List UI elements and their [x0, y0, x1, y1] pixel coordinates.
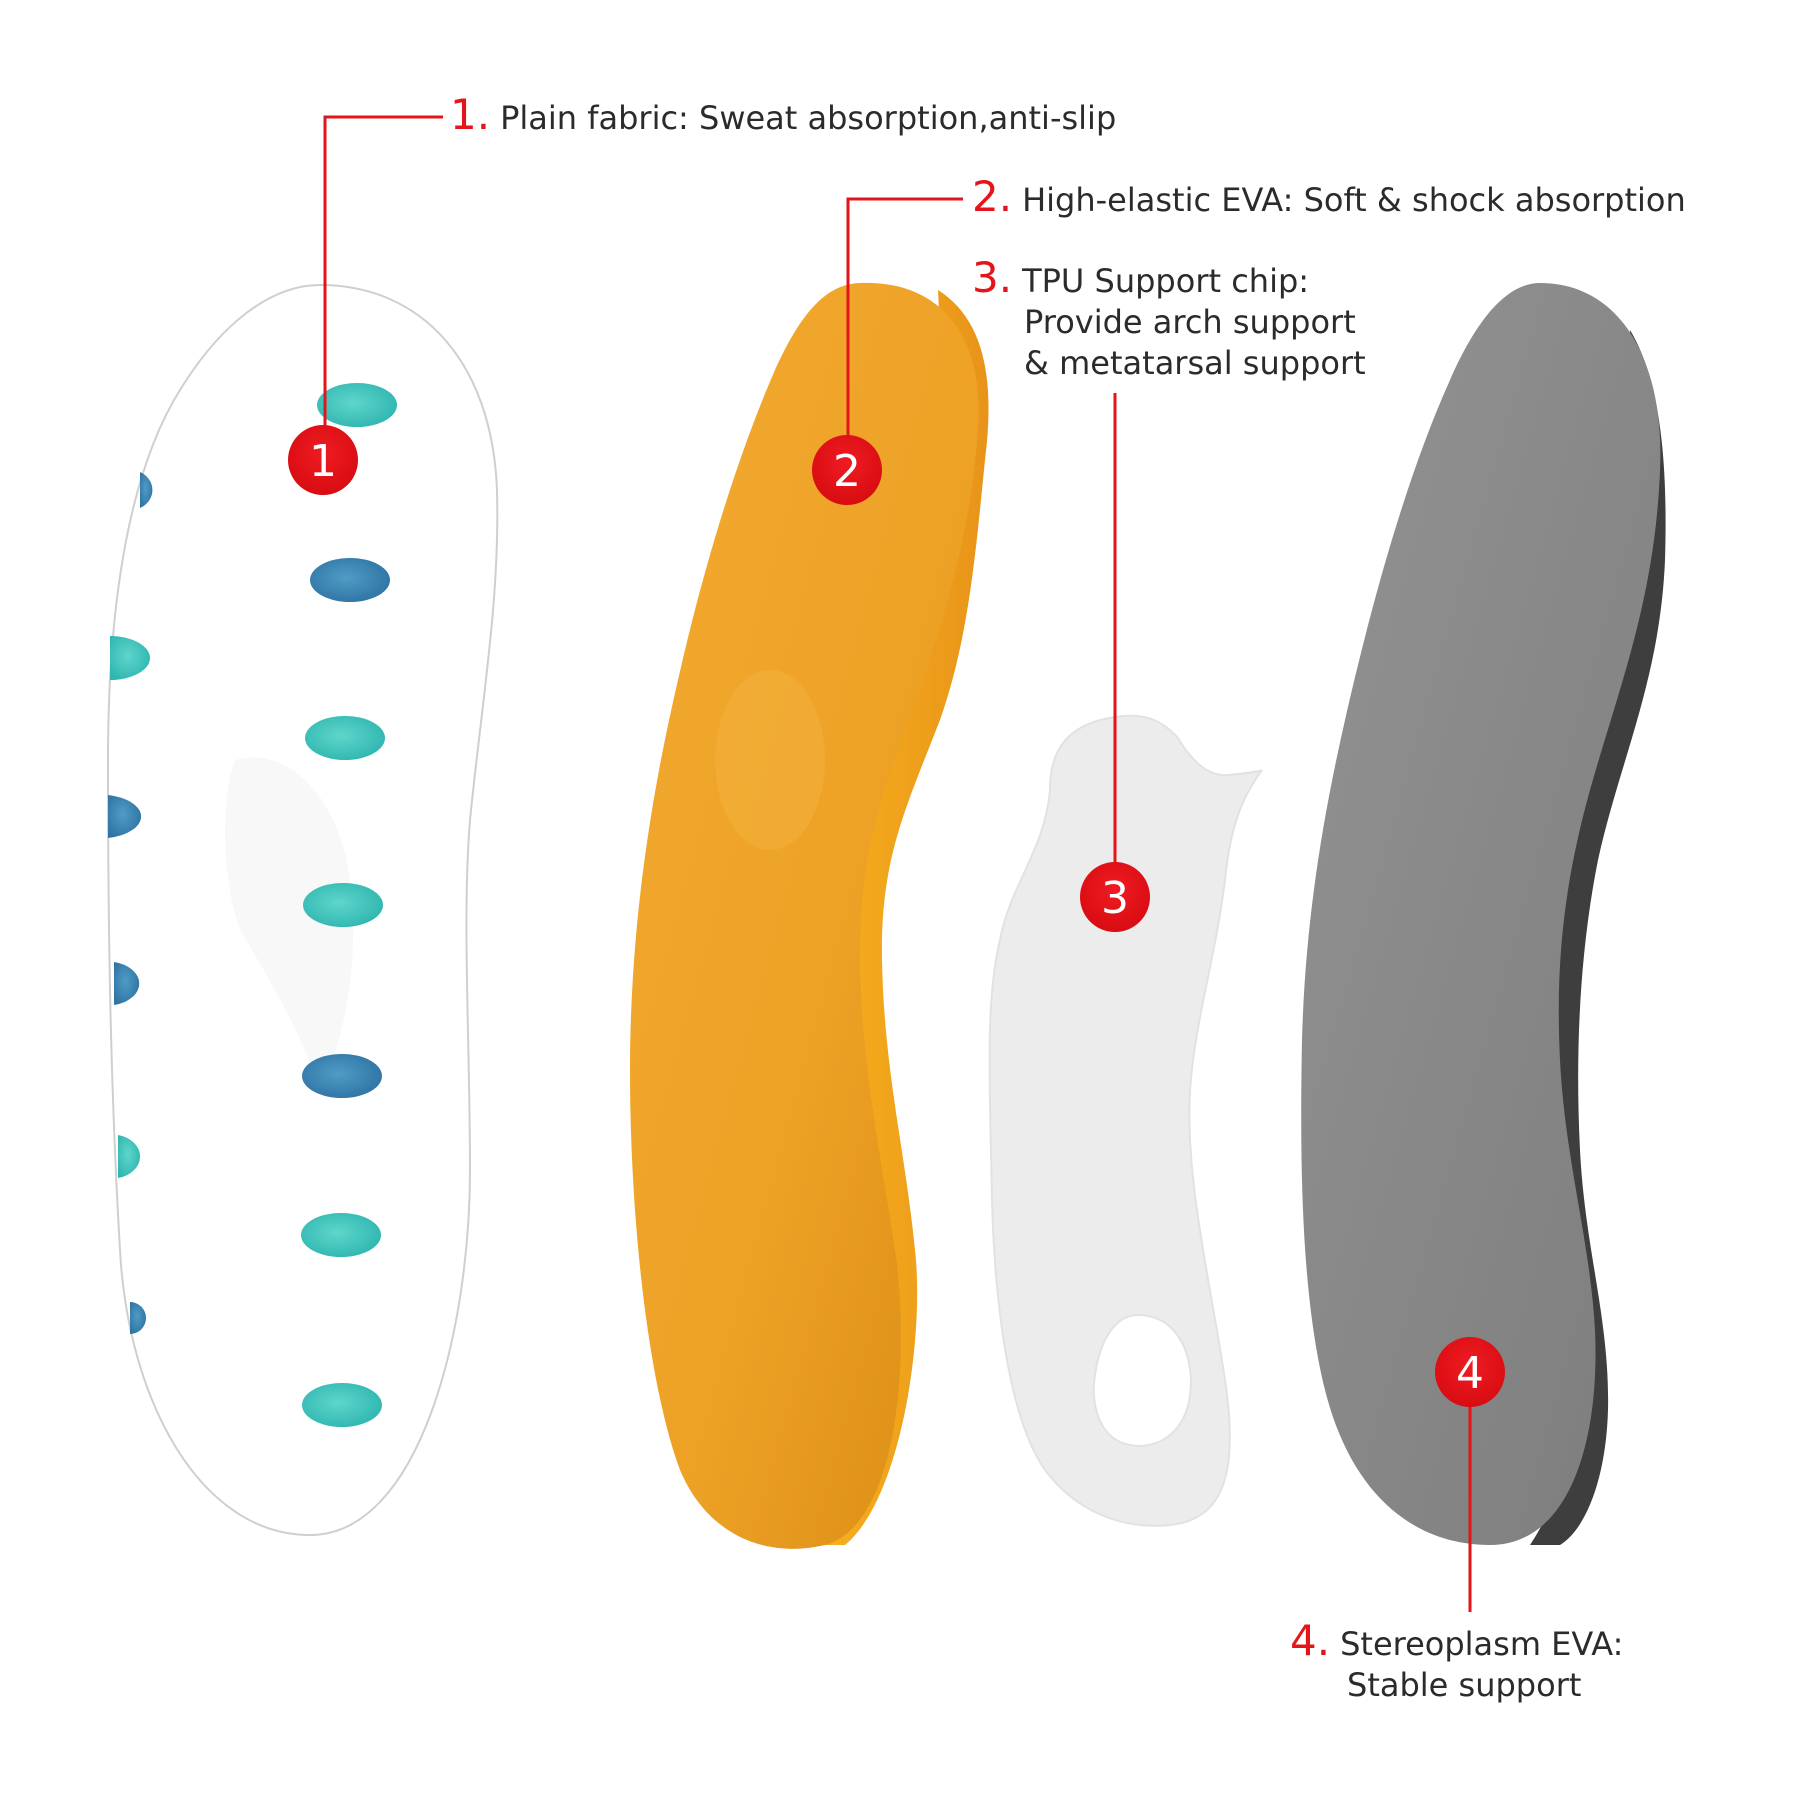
fabric-dot [305, 716, 385, 760]
callout-4: 4.Stereoplasm EVA: Stable support [1290, 1620, 1623, 1706]
leader-lines [323, 115, 1472, 1612]
callout-4-title: Stereoplasm EVA: [1340, 1625, 1624, 1663]
fabric-dot-edge [110, 636, 150, 680]
tpu-layer [988, 714, 1263, 1527]
badge-1-number: 1 [309, 436, 337, 487]
eva-layer [630, 282, 989, 1549]
fabric-dot [303, 883, 383, 927]
badge-2-circle [812, 435, 882, 505]
fabric-layer [106, 283, 499, 1537]
callout-3-title: TPU Support chip: [1022, 262, 1310, 300]
badge-3: 3 [1080, 862, 1150, 932]
badge-1-circle [288, 425, 358, 495]
badge-4-number: 4 [1456, 1348, 1484, 1399]
fabric-dot [310, 558, 390, 602]
callout-3-line-2: & metatarsal support [1024, 344, 1366, 382]
callout-4-line-1: Stable support [1347, 1666, 1582, 1704]
callout-4-number: 4. [1290, 1616, 1331, 1665]
fabric-dot-pattern [108, 383, 397, 1427]
fabric-dot-edge [118, 1135, 141, 1178]
callout-2-number: 2. [972, 172, 1013, 221]
eva-arch-highlight [715, 670, 825, 850]
callout-1: 1.Plain fabric: Sweat absorption,anti-sl… [450, 94, 1116, 139]
leader-line-2 [846, 197, 963, 470]
fabric-dot [301, 1213, 381, 1257]
fabric-dot-edge [108, 795, 142, 838]
callout-1-title: Plain fabric: Sweat absorption,anti-slip [500, 99, 1117, 137]
leader-line-1 [323, 115, 443, 460]
fabric-dot [317, 383, 397, 427]
eva-insole-top [630, 282, 979, 1549]
callout-1-number: 1. [450, 90, 491, 139]
base-layer [1301, 283, 1666, 1545]
tpu-support-chip [988, 714, 1263, 1527]
callout-2: 2.High-elastic EVA: Soft & shock absorpt… [972, 176, 1686, 221]
fabric-dot-edge [130, 1302, 146, 1334]
base-insole-top [1301, 283, 1661, 1545]
fabric-arch-shading [224, 757, 354, 1090]
callout-2-title: High-elastic EVA: Soft & shock absorptio… [1022, 181, 1686, 219]
badge-2: 2 [812, 435, 882, 505]
fabric-dot [302, 1054, 382, 1098]
callout-3: 3.TPU Support chip: Provide arch support… [972, 257, 1366, 384]
fabric-dot [302, 1383, 382, 1427]
badge-4-circle [1435, 1337, 1505, 1407]
badge-1: 1 [288, 425, 358, 495]
fabric-dot-edge [114, 962, 140, 1005]
badge-3-circle [1080, 862, 1150, 932]
callout-3-line-1: Provide arch support [1024, 303, 1356, 341]
fabric-dot-edge [140, 472, 153, 508]
badge-3-number: 3 [1101, 873, 1129, 924]
badge-2-number: 2 [833, 446, 861, 497]
callout-3-number: 3. [972, 253, 1013, 302]
badge-4: 4 [1435, 1337, 1505, 1407]
